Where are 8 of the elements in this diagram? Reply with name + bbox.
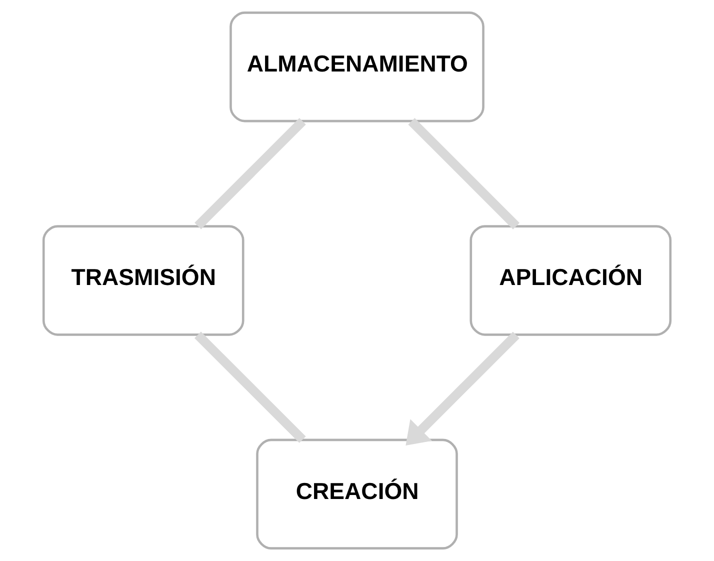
arrow bbox=[406, 332, 520, 446]
node-box: ALMACENAMIENTO bbox=[230, 12, 484, 122]
node-box: APLICACIÓN bbox=[470, 225, 672, 336]
connector bbox=[194, 332, 306, 443]
node-box: TRASMISIÓN bbox=[42, 225, 244, 336]
node-box: CREACIÓN bbox=[256, 438, 458, 550]
connector bbox=[408, 118, 520, 230]
connector bbox=[194, 118, 306, 230]
